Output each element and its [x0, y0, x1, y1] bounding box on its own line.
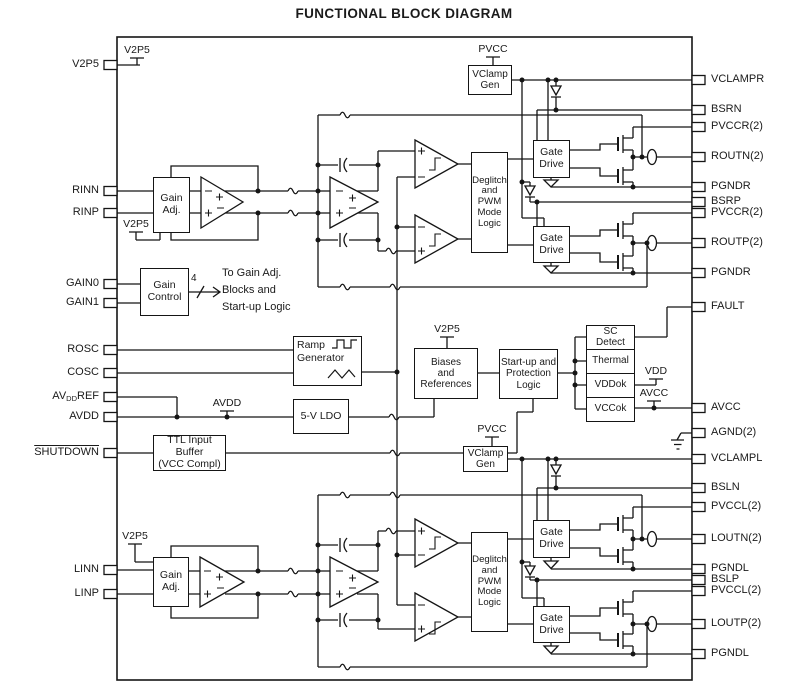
pin-label-bsln: BSLN — [711, 481, 740, 493]
biases-references-block: Biases and References — [414, 348, 478, 399]
pin-label-fault: FAULT — [711, 300, 745, 312]
pin-label-linn: LINN — [73, 563, 99, 575]
pin-label-bsrp: BSRP — [711, 195, 741, 207]
gate-drive-block-4: Gate Drive — [533, 606, 570, 643]
startup-protection-block: Start-up and Protection Logic — [499, 349, 558, 399]
pin-label-pvccr-1: PVCCR(2) — [711, 120, 763, 132]
v2p5-rail-label-biases: V2P5 — [434, 323, 460, 335]
pin-label-cosc: COSC — [67, 366, 99, 378]
vclamp-gen-block-bottom: VClamp Gen — [463, 446, 508, 472]
sc-detect-block: SC Detect — [586, 325, 635, 350]
pin-label-linp: LINP — [74, 587, 99, 599]
ldo-block: 5-V LDO — [293, 399, 349, 434]
avdd-rail-label: AVDD — [212, 397, 242, 409]
polarity-marks — [204, 147, 425, 633]
pin-label-loutp: LOUTP(2) — [711, 617, 762, 629]
triangle-wave-icon — [327, 369, 356, 379]
pin-label-rinn: RINN — [72, 184, 99, 196]
ground-icons — [542, 178, 560, 655]
ttl-input-buffer-block: TTL Input Buffer (VCC Compl) — [153, 434, 226, 471]
v2p5-rail-label-top: V2P5 — [124, 44, 150, 56]
deglitch-pwm-block-top: Deglitch and PWM Mode Logic — [471, 152, 508, 253]
square-wave-icon — [332, 339, 357, 349]
pin-label-bslp: BSLP — [711, 573, 740, 585]
pin-label-gain1: GAIN1 — [65, 296, 99, 308]
pin-label-v2p5: V2P5 — [72, 58, 99, 70]
avcc-rail-label: AVCC — [639, 387, 669, 399]
gain-control-block: Gain Control — [140, 268, 189, 316]
pin-label-routn: ROUTN(2) — [711, 150, 764, 162]
gain-adj-block-bottom: Gain Adj. — [153, 557, 189, 607]
feedback-rails — [318, 111, 648, 671]
pin-label-loutn: LOUTN(2) — [711, 532, 762, 544]
junction-dots — [174, 77, 657, 657]
output-loop-icons — [646, 148, 658, 633]
vdd-rail-label: VDD — [644, 365, 668, 377]
pin-label-avdd: AVDD — [69, 410, 99, 422]
pin-label-bsrn: BSRN — [711, 103, 742, 115]
mid-section-wires — [189, 285, 692, 457]
v2p5-rail-label-linn: V2P5 — [122, 530, 148, 542]
pin-label-pvccr-2: PVCCR(2) — [711, 206, 763, 218]
hysteresis-icons — [429, 157, 441, 635]
pin-label-pgndl-2: PGNDL — [711, 647, 749, 659]
gain-bus-width-label: 4 — [191, 273, 197, 284]
gate-drive-block-3: Gate Drive — [533, 520, 570, 558]
pin-label-pgndr-1: PGNDR — [711, 180, 751, 192]
thermal-block: Thermal — [586, 349, 635, 374]
diagram-title: FUNCTIONAL BLOCK DIAGRAM — [295, 6, 513, 21]
right-channel-input-wires — [170, 115, 533, 287]
pvcc-rail-label-mid: PVCC — [477, 423, 507, 435]
deglitch-pwm-block-bottom: Deglitch and PWM Mode Logic — [471, 532, 508, 632]
pin-label-routp: ROUTP(2) — [711, 236, 763, 248]
gate-drive-block-1: Gate Drive — [533, 140, 570, 178]
ramp-bus — [362, 176, 415, 606]
pin-label-avddref: AVDDREF — [52, 390, 99, 403]
mosfet-icons — [617, 135, 634, 654]
pin-label-rosc: ROSC — [67, 343, 99, 355]
pin-label-vclampr: VCLAMPR — [711, 73, 765, 85]
left-channel-input-wires — [170, 495, 533, 667]
pin-label-pvccl-1: PVCCL(2) — [711, 500, 762, 512]
pin-label-agnd: AGND(2) — [711, 426, 757, 438]
pin-label-pvccl-2: PVCCL(2) — [711, 584, 762, 596]
left-pin-wires — [117, 57, 293, 595]
pin-label-pgndl-1: PGNDL — [711, 562, 749, 574]
device-border — [116, 36, 693, 681]
pvcc-rail-label-top: PVCC — [478, 43, 508, 55]
pin-label-avcc: AVCC — [711, 401, 741, 413]
pin-label-vclampl: VCLAMPL — [711, 452, 763, 464]
pin-terminals — [103, 59, 706, 660]
bootstrap-diode-icons — [522, 80, 563, 580]
v2p5-rail-label-rinp: V2P5 — [123, 218, 149, 230]
pin-label-shutdown: SHUTDOWN — [34, 446, 99, 458]
pin-label-gain0: GAIN0 — [65, 277, 99, 289]
gain-bus-note: To Gain Adj. Blocks and Start-up Logic — [222, 267, 291, 314]
vclamp-gen-block-top: VClamp Gen — [468, 65, 512, 95]
ramp-generator-label: Ramp Generator — [297, 339, 345, 364]
pin-label-rinp: RINP — [72, 206, 99, 218]
vddok-block: VDDok — [586, 373, 635, 398]
vclamp-and-bootstrap-wires — [485, 56, 692, 606]
gain-adj-block-top: Gain Adj. — [153, 177, 190, 233]
feedback-capacitor-icons — [339, 157, 348, 628]
pin-label-pgndr-2: PGNDR — [711, 266, 751, 278]
gate-drive-block-2: Gate Drive — [533, 226, 570, 263]
vccok-block: VCCok — [586, 397, 635, 422]
